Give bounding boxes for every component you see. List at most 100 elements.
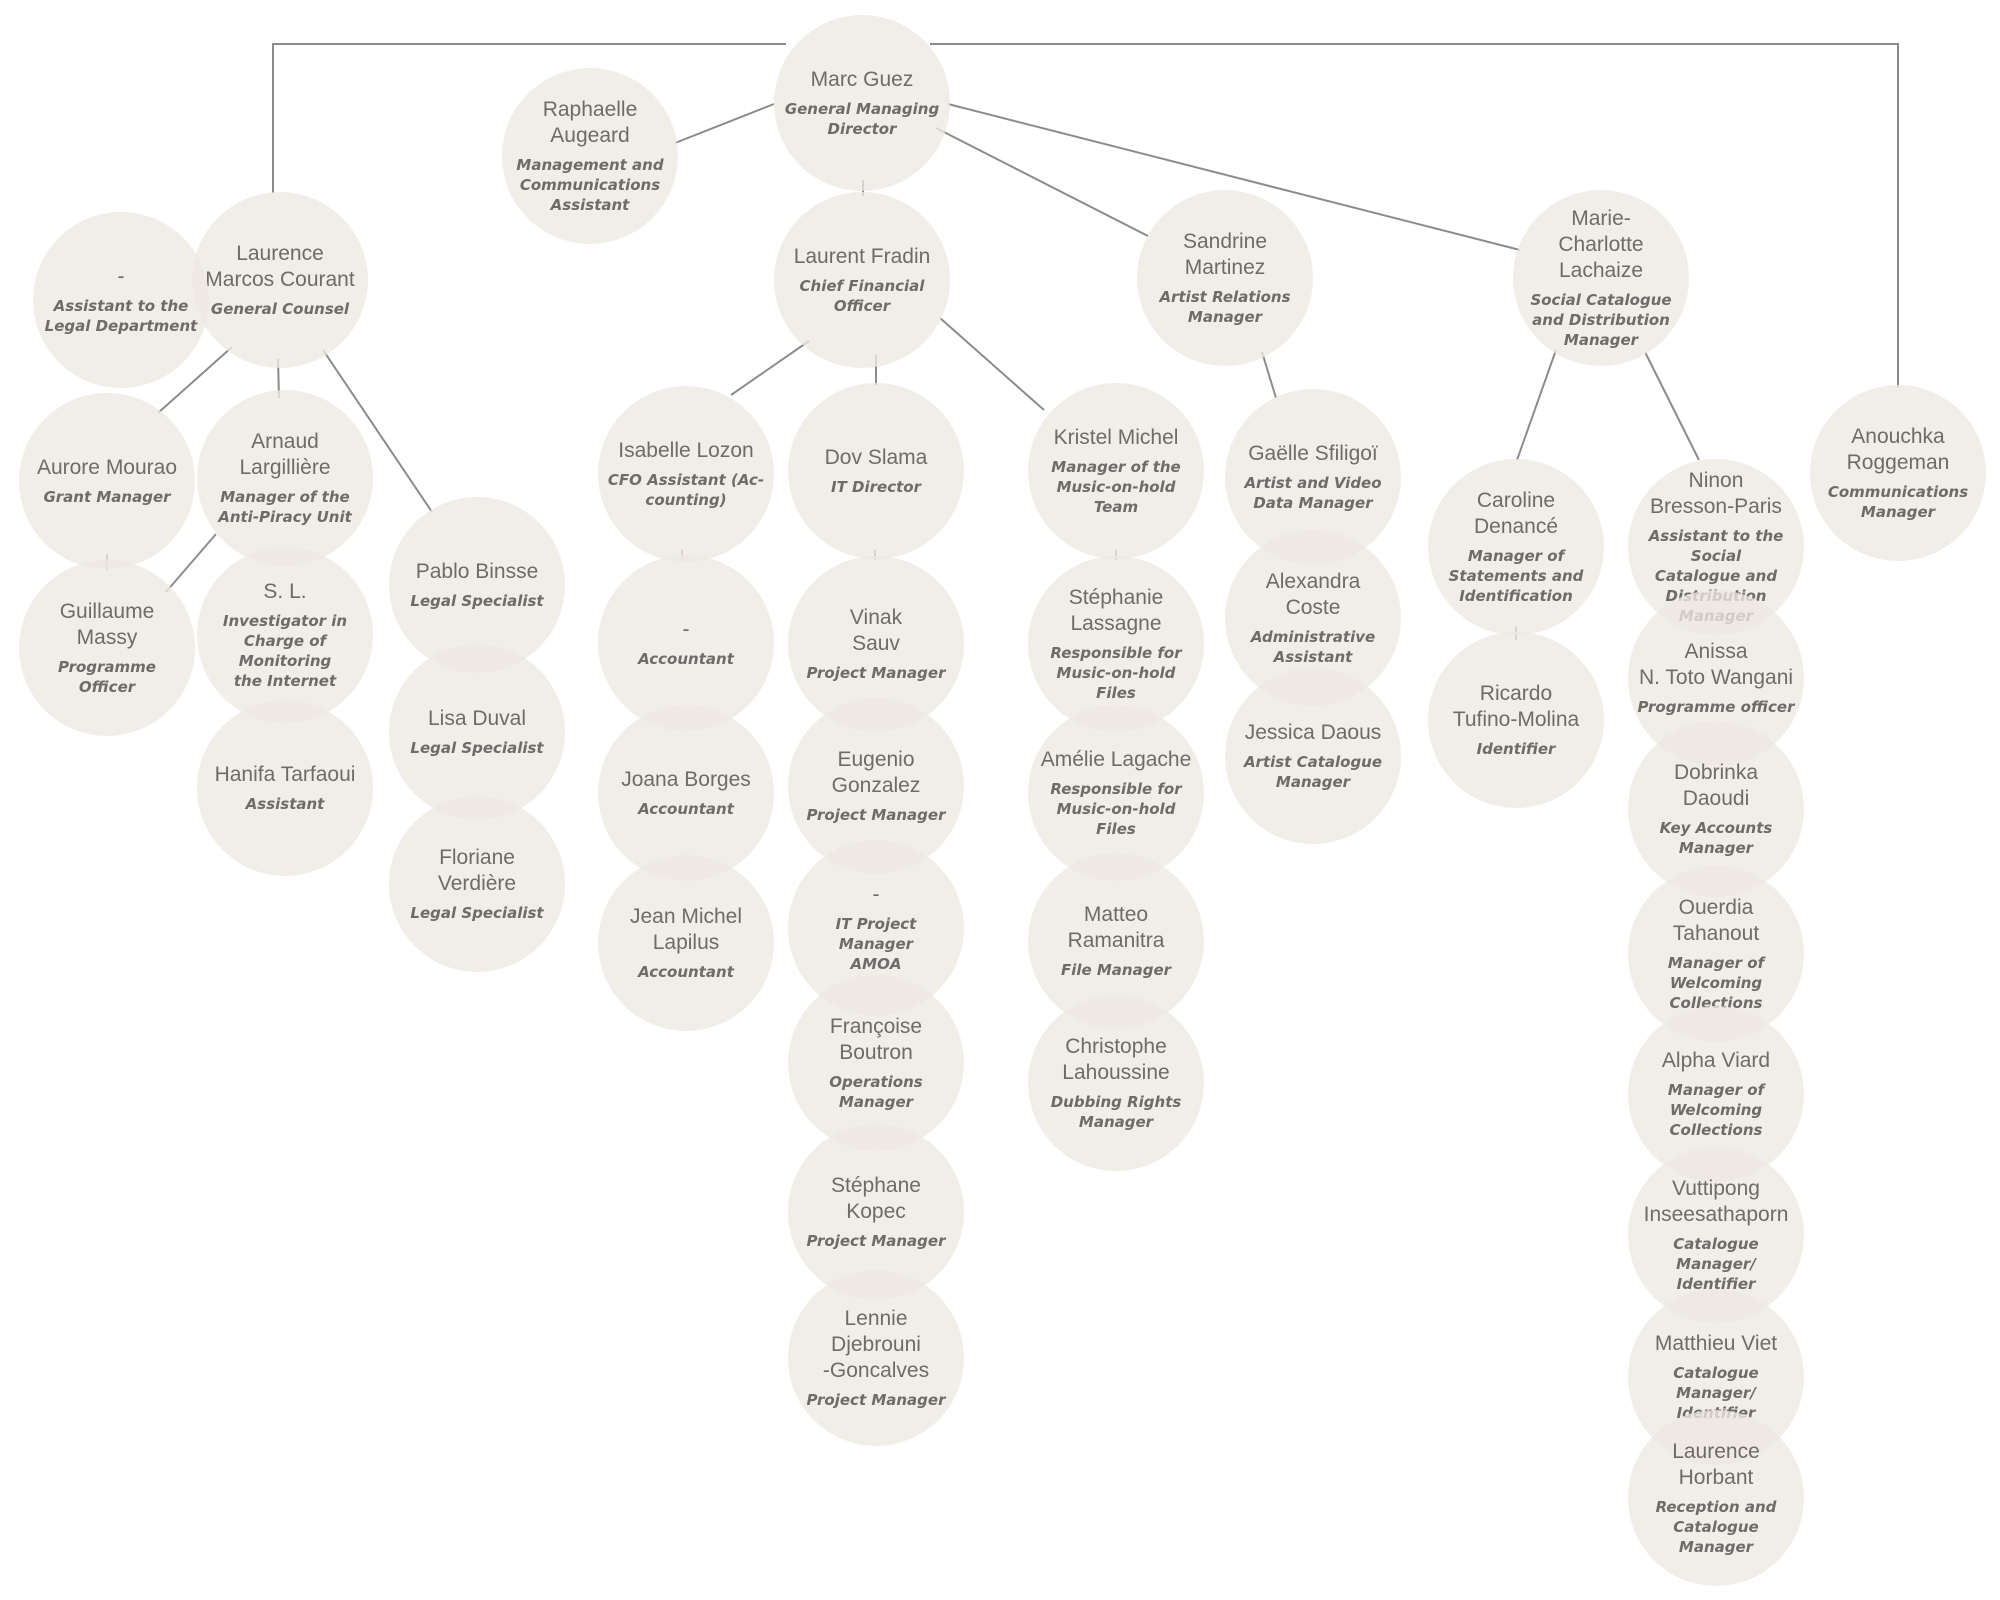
connector <box>930 43 1899 388</box>
connector <box>272 43 786 193</box>
org-node-raphaelle-augeard: Raphaelle Augeard Management and Communi… <box>502 68 678 244</box>
job-title: General Managing Director <box>784 100 940 138</box>
job-title: Legal Specialist <box>410 904 544 922</box>
person-name: Laurent Fradin <box>793 245 931 268</box>
person-name: Alexandra Coste <box>1265 570 1361 619</box>
org-node-isabelle-lozon: Isabelle Lozon CFO Assistant (Ac- counti… <box>598 386 774 562</box>
job-title: Project Manager <box>806 664 946 682</box>
connector <box>165 533 217 593</box>
job-title: File Manager <box>1060 961 1172 979</box>
connector <box>730 340 810 396</box>
job-title: Project Manager <box>806 806 946 824</box>
job-title: Communications Manager <box>1827 483 1969 521</box>
person-name: Lisa Duval <box>427 707 527 730</box>
job-title: CFO Assistant (Ac- counting) <box>607 471 765 509</box>
person-name: Arnaud Largillière <box>239 430 331 479</box>
person-name: Caroline Denancé <box>1473 489 1559 538</box>
person-name: Aurore Mourao <box>36 456 178 479</box>
org-node-kristel-michel: Kristel Michel Manager of the Music-on-h… <box>1028 383 1204 559</box>
job-title: Artist Catalogue Manager <box>1243 753 1383 791</box>
org-node-s-l: S. L. Investigator in Charge of Monitori… <box>197 547 373 723</box>
person-name: Christophe Lahoussine <box>1062 1035 1170 1084</box>
org-node-anouchka-roggeman: Anouchka Roggeman Communications Manager <box>1810 385 1986 561</box>
org-node-lisa-duval: Lisa Duval Legal Specialist <box>389 644 565 820</box>
org-node-laurence-horbant: Laurence Horbant Reception and Catalogue… <box>1628 1410 1804 1586</box>
job-title: Programme Officer <box>58 658 156 696</box>
job-title: Identifier <box>1476 740 1556 758</box>
person-name: Marc Guez <box>810 68 914 91</box>
person-name: - <box>872 883 880 906</box>
job-title: Accountant <box>638 800 734 818</box>
person-name: Raphaelle Augeard <box>542 98 638 147</box>
job-title: Manager of the Anti-Piracy Unit <box>218 488 352 526</box>
person-name: Joana Borges <box>621 768 751 791</box>
person-name: Laurence Horbant <box>1672 1440 1760 1489</box>
org-node-arnaud-largilliere: Arnaud Largillière Manager of the Anti-P… <box>197 390 373 566</box>
org-node-aurore-mourao: Aurore Mourao Grant Manager <box>19 393 195 569</box>
connector <box>1261 351 1277 399</box>
job-title: IT Director <box>831 478 921 496</box>
job-title: Legal Specialist <box>410 592 544 610</box>
person-name: Ricardo Tufino-Molina <box>1452 682 1580 731</box>
job-title: Accountant <box>638 650 734 668</box>
person-name: Matthieu Viet <box>1654 1332 1778 1355</box>
connector <box>157 346 233 414</box>
org-node-floriane-verdiere: Floriane Verdière Legal Specialist <box>389 796 565 972</box>
org-node-legal-assistant-vacant: - Assistant to the Legal Department <box>33 212 209 388</box>
org-node-alexandra-coste: Alexandra Coste Administrative Assistant <box>1225 530 1401 706</box>
person-name: Alpha Viard <box>1661 1049 1771 1072</box>
job-title: Administrative Assistant <box>1250 628 1376 666</box>
job-title: Manager of Welcoming Collections <box>1667 1081 1765 1139</box>
job-title: Dubbing Rights Manager <box>1050 1093 1182 1131</box>
job-title: Accountant <box>638 963 734 981</box>
person-name: Dobrinka Daoudi <box>1673 761 1759 810</box>
job-title: Assistant <box>245 795 325 813</box>
person-name: Ouerdia Tahanout <box>1672 896 1760 945</box>
person-name: Marie- Charlotte Lachaize <box>1558 207 1644 282</box>
org-node-pablo-binsse: Pablo Binsse Legal Specialist <box>389 497 565 673</box>
job-title: Programme officer <box>1637 698 1795 716</box>
org-node-laurence-marcos-courant: Laurence Marcos Courant General Counsel <box>192 192 368 368</box>
job-title: Legal Specialist <box>410 739 544 757</box>
org-node-christophe-lahoussine: Christophe Lahoussine Dubbing Rights Man… <box>1028 995 1204 1171</box>
person-name: Stéphane Kopec <box>831 1174 921 1223</box>
org-node-vuttipong-inseesathaporn: Vuttipong Inseesathaporn Catalogue Manag… <box>1628 1147 1804 1323</box>
person-name: Matteo Ramanitra <box>1067 903 1165 952</box>
job-title: Grant Manager <box>43 488 171 506</box>
person-name: Françoise Boutron <box>829 1015 923 1064</box>
person-name: Ninon Bresson-Paris <box>1650 469 1782 518</box>
job-title: Manager of Welcoming Collections <box>1667 954 1765 1012</box>
person-name: Amélie Lagache <box>1040 748 1192 771</box>
connector <box>322 349 433 513</box>
job-title: Catalogue Manager/ Identifier <box>1673 1235 1759 1293</box>
person-name: Eugenio Gonzalez <box>831 748 921 797</box>
person-name: - <box>682 618 690 641</box>
person-name: Vuttipong Inseesathaporn <box>1643 1177 1789 1226</box>
org-node-marie-charlotte-lachaize: Marie- Charlotte Lachaize Social Catalog… <box>1513 190 1689 366</box>
connector <box>1516 349 1557 461</box>
person-name: Kristel Michel <box>1053 426 1179 449</box>
person-name: Gaëlle Sfiligoï <box>1248 442 1378 465</box>
org-node-accountant-vacant: - Accountant <box>598 555 774 731</box>
person-name: Dov Slama <box>824 446 928 469</box>
job-title: Responsible for Music-on-hold Files <box>1050 780 1182 838</box>
org-node-jean-michel-lapilus: Jean Michel Lapilus Accountant <box>598 855 774 1031</box>
job-title: Social Catalogue and Distribution Manage… <box>1530 291 1672 349</box>
job-title: Key Accounts Manager <box>1659 819 1773 857</box>
person-name: - <box>117 265 125 288</box>
connector <box>1644 351 1700 461</box>
person-name: Guillaume Massy <box>59 600 155 649</box>
person-name: Jessica Daous <box>1244 721 1382 744</box>
org-node-caroline-denance: Caroline Denancé Manager of Statements a… <box>1428 459 1604 635</box>
job-title: Responsible for Music-on-hold Files <box>1050 644 1182 702</box>
person-name: Hanifa Tarfaoui <box>214 763 356 786</box>
person-name: Pablo Binsse <box>415 560 539 583</box>
person-name: Vinak Sauv <box>849 606 903 655</box>
job-title: Chief Financial Officer <box>799 277 925 315</box>
connector <box>674 103 775 144</box>
person-name: Jean Michel Lapilus <box>629 905 743 954</box>
org-node-guillaume-massy: Guillaume Massy Programme Officer <box>19 560 195 736</box>
org-node-eugenio-gonzalez: Eugenio Gonzalez Project Manager <box>788 698 964 874</box>
job-title: Artist and Video Data Manager <box>1244 474 1382 512</box>
